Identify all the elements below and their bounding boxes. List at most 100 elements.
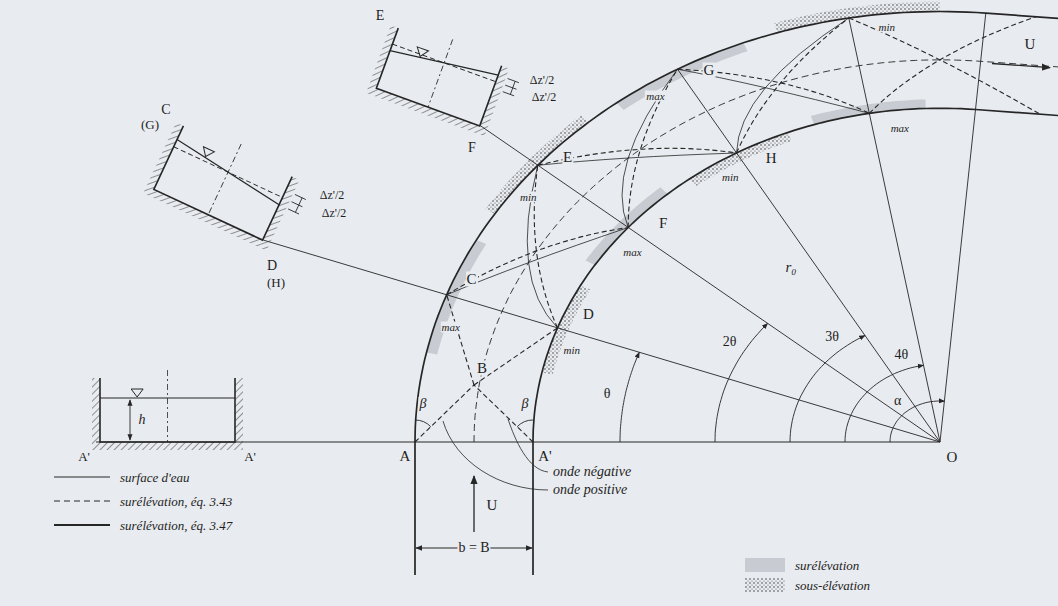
channel-section: [154, 126, 292, 240]
legend-text: surélévation, éq. 3.43: [120, 495, 232, 508]
ground-hatch: [477, 66, 509, 136]
ground-hatch: [150, 189, 262, 247]
radial-line: [263, 240, 940, 442]
extremum-label: max: [441, 322, 461, 333]
dimension-label: Δz'/2: [319, 189, 346, 201]
dimension-label: Δz'/2: [529, 74, 556, 86]
angle-arc: [790, 336, 865, 443]
cross-section: [366, 18, 525, 141]
wave-front: [534, 165, 557, 328]
section-label: D: [266, 259, 278, 273]
axis-line: [428, 39, 453, 107]
point-label: G: [702, 63, 715, 78]
subelevation-band: [542, 285, 591, 374]
angle-label: 4θ: [894, 348, 910, 362]
angle-arc: [620, 352, 639, 442]
water-surface: [170, 140, 286, 205]
water-symbol: [200, 147, 214, 159]
wave-front: [737, 18, 849, 153]
superelevation-band: [427, 240, 487, 355]
wave-front: [538, 148, 737, 165]
legend-sample: [52, 494, 112, 508]
channel-wall: [415, 12, 1058, 576]
legend-text: sous-élévation: [795, 579, 870, 592]
wave-front-347: [737, 18, 849, 153]
level-dimension: [295, 198, 302, 213]
water-symbol: [131, 389, 143, 397]
angle-label: β: [419, 397, 428, 411]
section-label: E: [375, 9, 386, 23]
level-tick: [295, 194, 306, 199]
wave-front: [447, 228, 629, 295]
dimension-label: b = B: [457, 541, 490, 555]
stipple-sample: [745, 578, 785, 592]
leader-line: [443, 421, 548, 490]
level-tick: [503, 92, 514, 96]
line-sample: [54, 501, 110, 502]
level-tick: [505, 85, 516, 89]
wave-label: onde positive: [552, 483, 628, 497]
channel-section: [376, 28, 501, 126]
radial-line: [849, 18, 940, 442]
dimension-label: h: [138, 413, 147, 427]
legend-text: surface d'eau: [120, 471, 190, 484]
point-label: D: [582, 306, 595, 321]
line-sample: [54, 477, 110, 478]
section-label: (H): [266, 276, 286, 289]
extremum-label: max: [622, 247, 642, 258]
ground-hatch: [235, 378, 243, 450]
radial-line: [678, 69, 941, 442]
level-dimension: [510, 81, 515, 94]
extremum-label: min: [563, 344, 582, 355]
wave-front: [447, 295, 474, 385]
angle-label: 3θ: [824, 330, 840, 344]
point-label: A: [399, 449, 412, 464]
leader-line: [508, 419, 548, 472]
radial-line: [940, 13, 986, 442]
wave-front-347: [447, 228, 629, 295]
angle-label: α: [893, 394, 902, 408]
ground-hatch: [100, 442, 235, 450]
legend-sample: [52, 518, 112, 532]
level-tick: [508, 79, 519, 83]
point-label: F: [658, 215, 668, 230]
level-tick: [292, 202, 303, 207]
velocity-label: U: [486, 498, 499, 513]
wave-front: [849, 18, 1040, 114]
point-label: H: [765, 151, 778, 166]
velocity-label: U: [1024, 37, 1037, 52]
depth-dimension: [130, 400, 131, 440]
point-label: A': [537, 449, 553, 464]
extremum-label: min: [878, 21, 897, 32]
ground-hatch: [374, 88, 480, 133]
axis-line: [208, 144, 241, 215]
extremum-label: min: [519, 191, 538, 202]
point-label: E: [562, 150, 573, 165]
angle-arc: [715, 323, 768, 442]
ground-hatch: [259, 177, 299, 251]
section-label: C: [160, 103, 171, 117]
extremum-label: min: [721, 172, 740, 183]
legend-sample: [52, 470, 112, 484]
wave-front-347: [527, 165, 557, 328]
radial-line: [480, 126, 940, 442]
channel-wall: [533, 108, 1058, 575]
level-tick: [288, 209, 299, 214]
negative-wave: [474, 385, 533, 442]
cross-section: [143, 115, 315, 256]
point-label: B: [476, 361, 488, 376]
ground-hatch: [92, 378, 100, 450]
mean-level: [174, 147, 283, 198]
wave-angle-arc: [415, 420, 431, 427]
angle-label: β: [521, 397, 530, 411]
legend-text: surélévation, éq. 3.47: [120, 519, 232, 532]
angle-label: θ: [603, 387, 612, 401]
wave-front: [474, 328, 558, 385]
wave-angle-arc: [517, 420, 533, 427]
flow-arrow: [473, 476, 474, 532]
ground-hatch: [366, 25, 398, 95]
dimension-label: Δz'/2: [321, 207, 348, 219]
radius-label: r₀: [784, 260, 797, 275]
